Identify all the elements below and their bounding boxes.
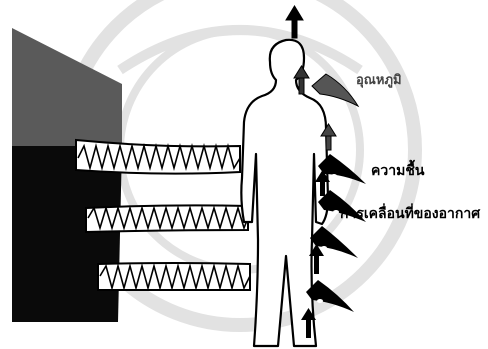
humidity-label: ความชื้น: [371, 160, 424, 182]
air-movement-label: การเคลื่อนที่ของอากาศ: [340, 203, 480, 225]
temperature-label: อุณหภูมิ: [356, 69, 402, 90]
radiation-band-1: [76, 140, 240, 174]
